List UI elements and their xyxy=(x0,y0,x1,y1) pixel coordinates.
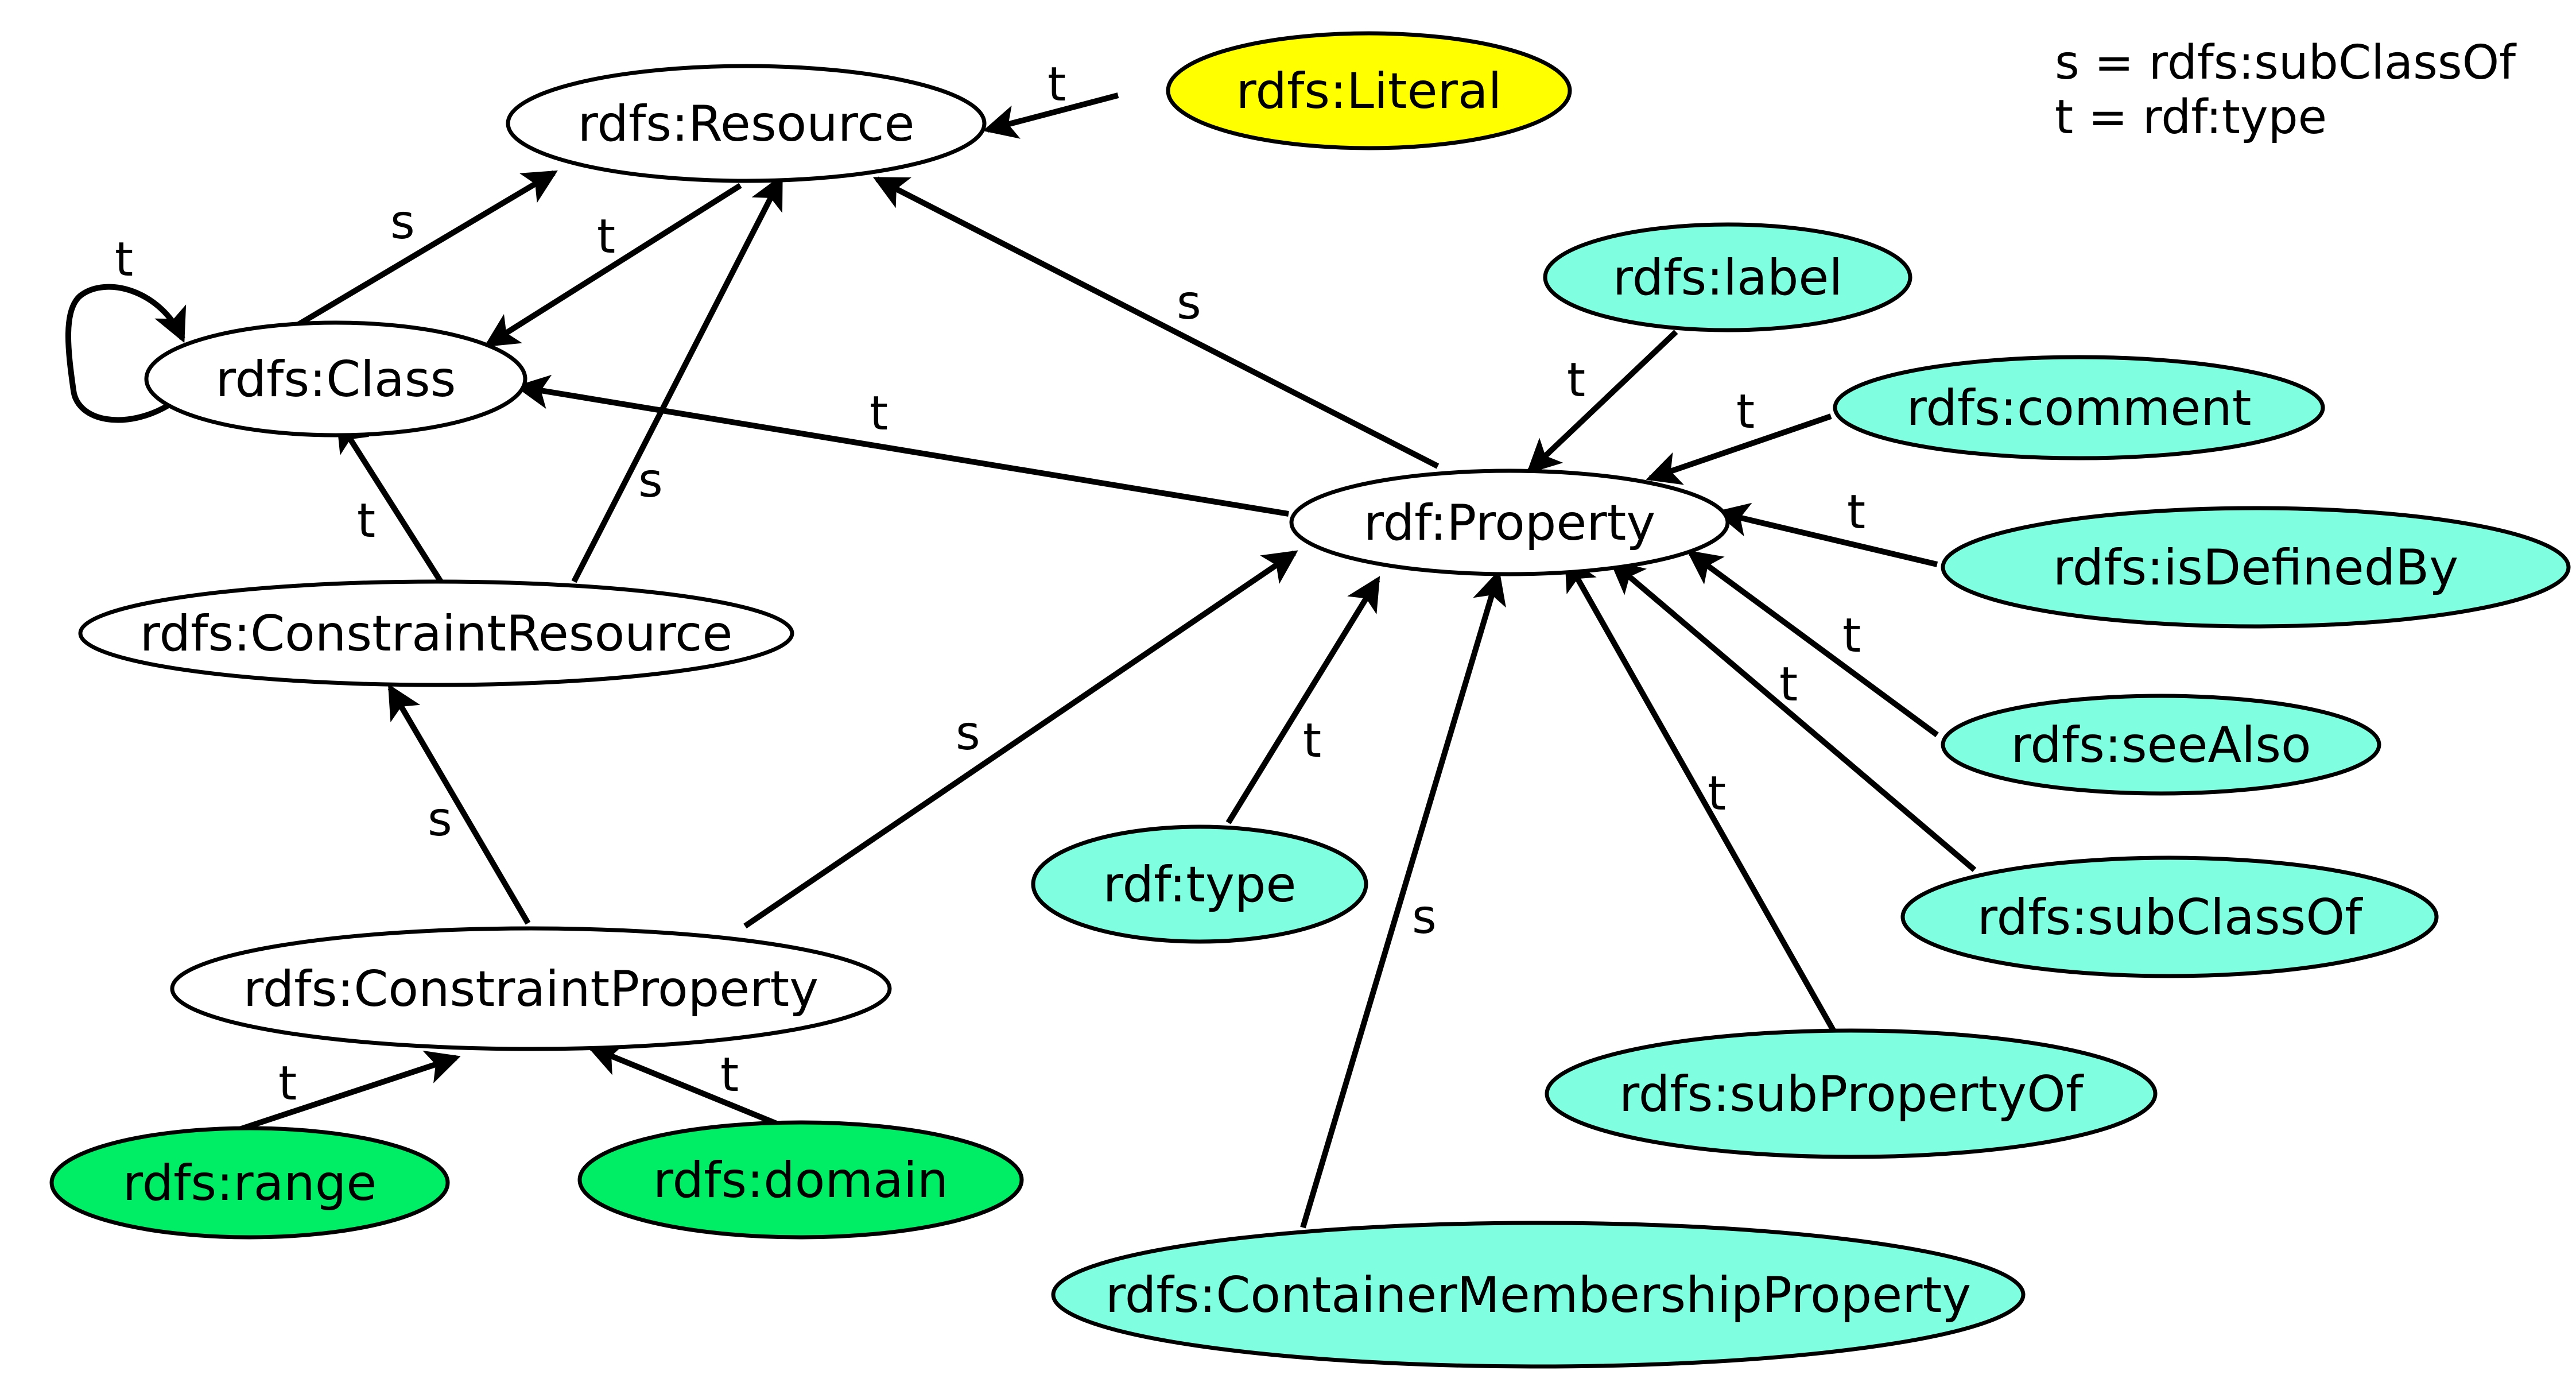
node-label: rdfs:ConstraintProperty xyxy=(243,961,818,1018)
edge-constraintproperty-to-property: s xyxy=(743,550,1298,929)
node-ellipse xyxy=(144,320,527,437)
edge-literal-to-resource: t xyxy=(983,57,1119,139)
node-rdfs-literal: rdfs:Literal xyxy=(1166,31,1572,150)
edge-label: t xyxy=(115,233,133,287)
node-ellipse xyxy=(1289,469,1730,576)
edge-label: t xyxy=(278,1056,297,1111)
edge-label: t xyxy=(1048,57,1066,112)
node-ellipse xyxy=(170,926,892,1051)
edge-label: s xyxy=(1177,276,1201,330)
edge-label: t xyxy=(1847,485,1865,540)
edge-rdftype-to-property: t xyxy=(1225,576,1380,824)
edge-label: t xyxy=(597,210,615,264)
node-ellipse xyxy=(1545,1028,2158,1159)
edge-domain-to-constraintproperty: t xyxy=(587,1043,793,1133)
node-ellipse xyxy=(1941,694,2381,796)
node-ellipse xyxy=(1543,222,1912,332)
legend-subclass-text: s = rdfs:subClassOf xyxy=(2055,36,2517,90)
node-rdf-type: rdf:type xyxy=(1031,824,1368,944)
node-label: rdfs:comment xyxy=(1906,380,2251,437)
edge-resource-to-class: t xyxy=(484,183,742,347)
node-ellipse xyxy=(1941,506,2571,629)
edge-label: t xyxy=(357,494,375,548)
node-label: rdf:type xyxy=(1103,856,1297,913)
edge-seealso-to-property: t xyxy=(1686,550,1939,738)
edge-property-to-resource: s xyxy=(872,176,1440,469)
node-rdfs-containermembershipproperty: rdfs:ContainerMembershipProperty xyxy=(1051,1221,2026,1369)
node-rdfs-seealso: rdfs:seeAlso xyxy=(1941,694,2381,796)
edge-subpropertyof-to-property: t xyxy=(1564,556,1840,1038)
edge-constraintresource-to-class: t xyxy=(336,417,444,583)
edge-label-to-property: t xyxy=(1526,330,1678,474)
node-rdfs-resource: rdfs:Resource xyxy=(506,64,987,183)
node-ellipse xyxy=(1166,31,1572,150)
node-rdfs-class: rdfs:Class xyxy=(144,320,527,437)
node-label: rdfs:isDefinedBy xyxy=(2053,539,2458,597)
node-rdfs-subclassof: rdfs:subClassOf xyxy=(1900,855,2439,978)
legend-type-text: t = rdf:type xyxy=(2055,90,2327,145)
edges: t s t t s t s xyxy=(65,57,1977,1229)
node-rdfs-domain: rdfs:domain xyxy=(577,1120,1024,1240)
edge-containermembership-to-property: s xyxy=(1300,570,1506,1229)
node-rdfs-constraintproperty: rdfs:ConstraintProperty xyxy=(170,926,892,1051)
edge-label: t xyxy=(1842,609,1861,663)
node-ellipse xyxy=(1833,355,2325,460)
edge-subclassof-to-property: t xyxy=(1609,559,1977,872)
edge-comment-to-property: t xyxy=(1646,385,1832,485)
node-label: rdfs:range xyxy=(123,1155,377,1212)
node-label: rdfs:label xyxy=(1613,249,1842,307)
node-rdf-property: rdf:Property xyxy=(1289,469,1730,576)
node-ellipse xyxy=(1031,824,1368,944)
edge-label: s xyxy=(1412,890,1437,944)
edge-class-to-resource: s xyxy=(297,170,558,327)
edge-label: t xyxy=(1567,353,1585,408)
node-label: rdfs:domain xyxy=(653,1152,949,1209)
edge-label: t xyxy=(1708,766,1726,821)
edge-label: s xyxy=(638,454,663,508)
node-ellipse xyxy=(577,1120,1024,1240)
edge-label: s xyxy=(428,792,452,847)
edge-label: t xyxy=(1779,657,1798,712)
edge-label: t xyxy=(720,1048,739,1102)
legend: s = rdfs:subClassOf t = rdf:type xyxy=(2055,36,2517,145)
edge-label: t xyxy=(870,386,888,441)
node-label: rdfs:Literal xyxy=(1236,63,1502,120)
node-rdfs-label: rdfs:label xyxy=(1543,222,1912,332)
node-ellipse xyxy=(506,64,987,183)
edge-class-self-loop: t xyxy=(65,233,187,423)
edge-isdefinedby-to-property: t xyxy=(1714,485,1938,567)
node-ellipse xyxy=(49,1126,450,1240)
node-label: rdfs:subPropertyOf xyxy=(1619,1066,2084,1123)
edge-label: t xyxy=(1303,714,1321,768)
node-label: rdfs:seeAlso xyxy=(2011,717,2311,774)
nodes: rdfs:Resource rdfs:Literal rdfs:Class rd… xyxy=(49,31,2571,1369)
node-rdfs-isdefinedby: rdfs:isDefinedBy xyxy=(1941,506,2571,629)
edge-range-to-constraintproperty: t xyxy=(212,1050,461,1141)
edge-label: t xyxy=(1736,385,1755,439)
node-ellipse xyxy=(1051,1221,2026,1369)
node-label: rdfs:Class xyxy=(216,351,456,408)
node-label: rdfs:ConstraintResource xyxy=(140,605,733,663)
edge-label: s xyxy=(390,195,415,250)
node-rdfs-range: rdfs:range xyxy=(49,1126,450,1240)
node-rdfs-comment: rdfs:comment xyxy=(1833,355,2325,460)
edge-property-to-class: t xyxy=(515,374,1289,517)
node-label: rdfs:subClassOf xyxy=(1977,889,2363,946)
node-label: rdfs:Resource xyxy=(578,95,915,153)
node-rdfs-subpropertyof: rdfs:subPropertyOf xyxy=(1545,1028,2158,1159)
node-ellipse xyxy=(78,579,794,687)
node-ellipse xyxy=(1900,855,2439,978)
edge-constraintresource-to-resource: s xyxy=(571,174,783,583)
edge-constraintproperty-to-constraintresource: s xyxy=(387,684,531,925)
edge-label: s xyxy=(956,706,980,761)
node-rdfs-constraintresource: rdfs:ConstraintResource xyxy=(78,579,794,687)
node-label: rdfs:ContainerMembershipProperty xyxy=(1105,1267,1971,1324)
node-label: rdf:Property xyxy=(1364,494,1656,552)
